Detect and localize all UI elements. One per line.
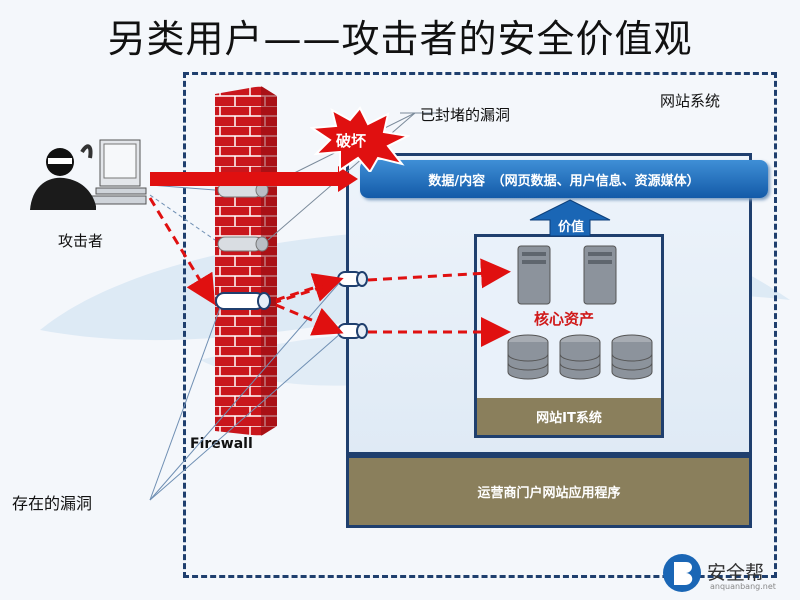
value-arrow (529, 199, 611, 237)
anquanbang-logo-icon (663, 554, 701, 592)
value-label: 价值 (557, 220, 584, 235)
sealed-pipe-icon (217, 182, 269, 198)
app-vuln-pipe-icon (337, 271, 368, 287)
firewall-label: Firewall (190, 436, 253, 452)
website-system-boundary (183, 72, 777, 578)
damage-label: 破坏 (336, 132, 367, 150)
portal-application-box: 运营商门户网站应用程序 (346, 455, 752, 528)
core-assets-label: 核心资产 (534, 310, 595, 328)
damage-burst-icon (310, 106, 410, 172)
server-icon (517, 245, 551, 305)
open-pipe-icon (215, 292, 271, 310)
data-content-bar: 数据/内容 （网页数据、用户信息、资源媒体） (360, 160, 768, 198)
database-icon (507, 334, 549, 380)
database-icon (559, 334, 601, 380)
attacker-label: 攻击者 (58, 232, 104, 250)
sealed-pipe-icon (217, 236, 269, 252)
website-system-label: 网站系统 (660, 92, 721, 110)
logo-url: anquanbang.net (710, 582, 776, 591)
website-it-system-bar: 网站IT系统 (477, 398, 661, 435)
blocked-vuln-label: 已封堵的漏洞 (420, 106, 511, 124)
database-icon (611, 334, 653, 380)
page-title: 另类用户——攻击者的安全价值观 (107, 17, 693, 61)
existing-vuln-label: 存在的漏洞 (12, 494, 93, 513)
attacker-icon (30, 139, 147, 210)
server-icon (583, 245, 617, 305)
logo-name: 安全帮 (707, 562, 765, 584)
